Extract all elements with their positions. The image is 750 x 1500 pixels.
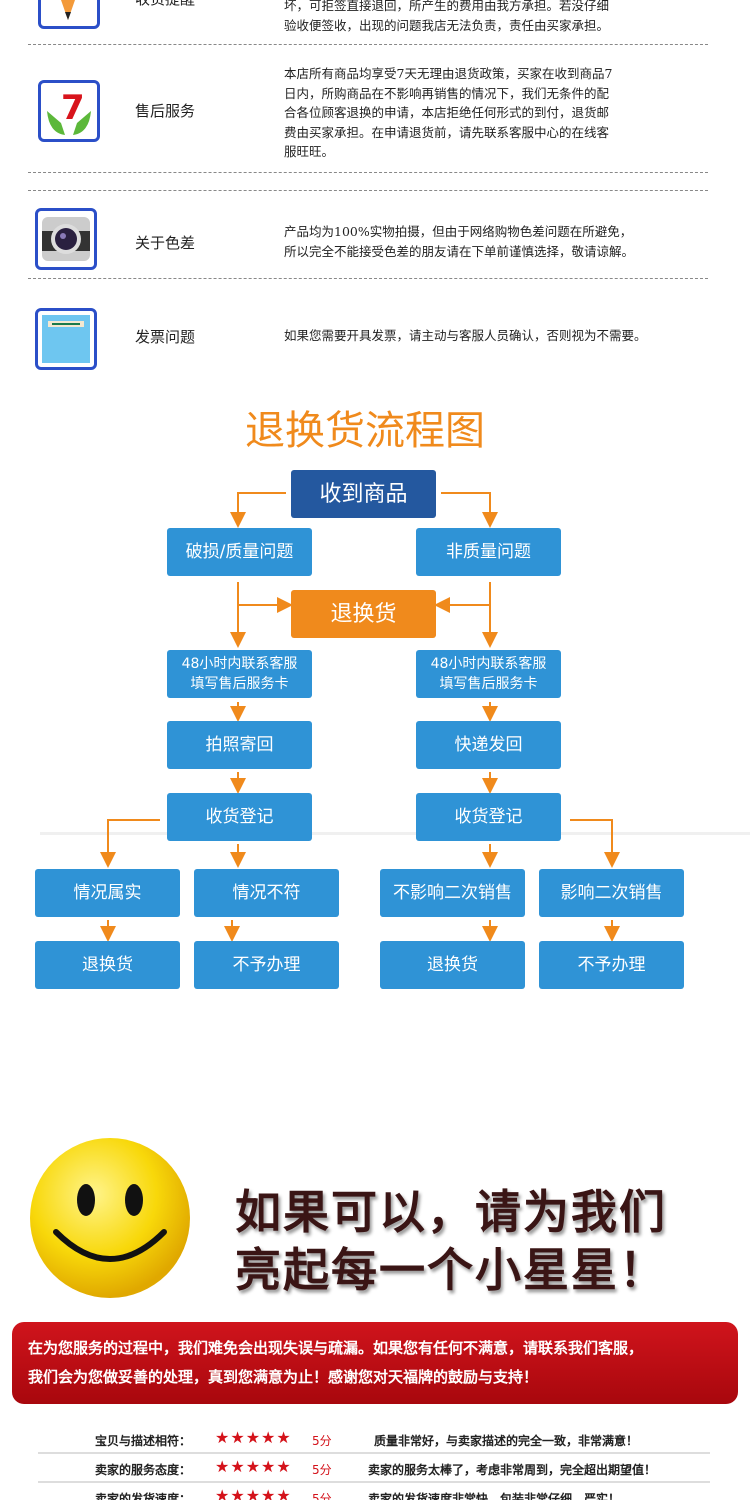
invoice-icon (35, 308, 97, 370)
divider (38, 1481, 710, 1483)
divider (28, 172, 708, 173)
service-banner: 在为您服务的过程中，我们难免会出现失误与疏漏。如果您有任何不满意，请联系我们客服… (12, 1322, 738, 1404)
pencil-icon (38, 0, 100, 29)
camera-icon (35, 208, 97, 270)
rating-score: 5分 (312, 1492, 332, 1500)
rating-row: 宝贝与描述相符： ★★★★★ 5分 质量非常好，与卖家描述的完全一致，非常满意！ (38, 1425, 710, 1454)
appeal-line-2: 亮起每一个小星星！ (235, 1243, 667, 1297)
divider (28, 44, 708, 45)
divider (28, 190, 708, 191)
policy-label: 发票问题 (135, 328, 196, 346)
flow-start: 收到商品 (291, 470, 436, 518)
rating-row: 卖家的服务态度： ★★★★★ 5分 卖家的服务太棒了，考虑非常周到，完全超出期望… (38, 1454, 710, 1483)
flow-receive-left: 收货登记 (167, 793, 312, 841)
rating-comment: 卖家的服务太棒了，考虑非常周到，完全超出期望值！ (368, 1463, 657, 1477)
policy-text: 产品均为100%实物拍摄，但由于网络购物色差问题在所避免，所以完全不能接受色差的… (284, 224, 635, 259)
policy-text: 如果您需要开具发票，请主动与客服人员确认，否则视为不需要。 (284, 328, 647, 343)
rating-row: 卖家的发货速度： ★★★★★ 5分 卖家的发货速度非常快，包装非常仔细、严实！ (38, 1483, 710, 1500)
flow-left-send: 拍照寄回 (167, 721, 312, 769)
rating-score: 5分 (312, 1463, 332, 1477)
rating-comment: 卖家的发货速度非常快，包装非常仔细、严实！ (368, 1492, 621, 1500)
flow-arrows (100, 492, 620, 942)
policy-label: 关于色差 (135, 234, 196, 252)
rating-label: 宝贝与描述相符： (95, 1434, 192, 1448)
policy-label: 收货提醒 (135, 0, 195, 9)
flow-right-branch: 非质量问题 (416, 528, 561, 576)
flow-outcome: 情况不符 (194, 869, 339, 917)
flow-center: 退换货 (291, 590, 436, 638)
flow-result: 不予办理 (194, 941, 339, 989)
flow-result: 退换货 (35, 941, 180, 989)
flow-outcome: 影响二次销售 (539, 869, 684, 917)
flow-contact-left: 48小时内联系客服填写售后服务卡 (167, 650, 312, 698)
flow-result: 退换货 (380, 941, 525, 989)
flow-right-send: 快递发回 (416, 721, 561, 769)
banner-line-2: 我们会为您做妥善的处理，真到您满意为止！感谢您对天福牌的鼓励与支持！ (28, 1368, 539, 1386)
svg-text:7: 7 (61, 88, 85, 128)
rating-label: 卖家的服务态度： (95, 1463, 192, 1477)
divider (38, 1452, 710, 1454)
star-rating: ★★★★★ (215, 1428, 292, 1447)
flow-receive-right: 收货登记 (416, 793, 561, 841)
divider (28, 278, 708, 279)
star-rating: ★★★★★ (215, 1457, 292, 1476)
banner-line-1: 在为您服务的过程中，我们难免会出现失误与疏漏。如果您有任何不满意，请联系我们客服… (28, 1339, 644, 1357)
rating-comment: 质量非常好，与卖家描述的完全一致，非常满意！ (374, 1434, 639, 1448)
policy-label: 售后服务 (135, 102, 196, 120)
rating-label: 卖家的发货速度： (95, 1492, 192, 1500)
policy-text: 坏，可拒签直接退回，所产生的费用由我方承担。若没仔细验收便签收，出现的问题我店无… (284, 0, 610, 33)
flow-outcome: 情况属实 (35, 869, 180, 917)
flow-contact-right: 48小时内联系客服填写售后服务卡 (416, 650, 561, 698)
flow-left-branch: 破损/质量问题 (167, 528, 312, 576)
gray-divider (40, 832, 750, 835)
flow-title: 退换货流程图 (245, 408, 485, 454)
flow-result: 不予办理 (539, 941, 684, 989)
star-rating: ★★★★★ (215, 1486, 292, 1500)
rating-score: 5分 (312, 1434, 332, 1448)
flow-outcome: 不影响二次销售 (380, 869, 525, 917)
appeal-line-1: 如果可以，请为我们 (235, 1185, 667, 1239)
smiley-icon (30, 1138, 190, 1298)
seven-day-hands-icon: 7 (38, 80, 100, 142)
